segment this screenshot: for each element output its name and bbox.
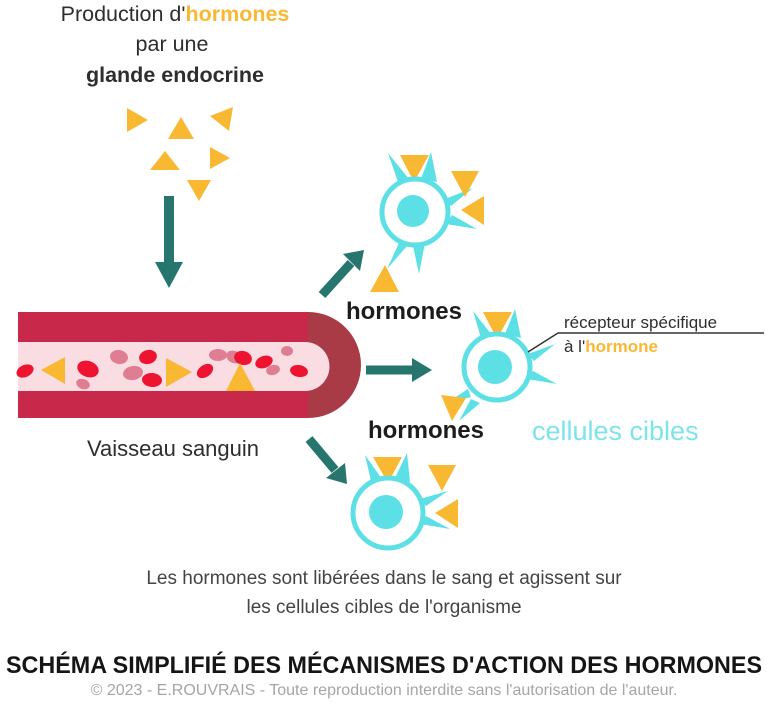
down-right-arrow-icon	[305, 436, 347, 484]
yellow-triangle-icon	[451, 171, 479, 197]
header-line1: Production d'hormones	[61, 2, 290, 26]
blood-vessel-shape	[16, 312, 361, 418]
down-arrow-icon	[155, 196, 183, 288]
receptor-annotation-line2-accent: hormone	[585, 337, 658, 356]
yellow-triangle-icon	[210, 147, 230, 169]
yellow-triangle-icon	[127, 108, 148, 132]
hormone-triangles-cluster	[127, 107, 233, 201]
header-line3: glande endocrine	[86, 63, 264, 87]
yellow-triangle-icon	[435, 499, 458, 528]
yellow-triangle-icon	[226, 363, 255, 391]
up-right-arrow-icon	[318, 250, 364, 299]
yellow-triangle-icon	[483, 312, 512, 339]
yellow-triangle-icon	[41, 357, 65, 384]
yellow-triangle-icon	[373, 457, 402, 483]
vessel-label: Vaisseau sanguin	[87, 436, 259, 461]
target-cell-top	[370, 152, 484, 292]
receptor-annotation-line1: récepteur spécifique	[564, 313, 717, 332]
yellow-triangle-icon	[210, 107, 233, 131]
yellow-triangle-icon	[441, 395, 466, 421]
caption-line1: Les hormones sont libérées dans le sang …	[146, 568, 622, 589]
receptor-annotation-line2-dark: à l'	[564, 337, 585, 356]
yellow-triangle-icon	[461, 196, 484, 225]
yellow-triangle-icon	[428, 465, 456, 491]
receptor-annotation-line2: à l'hormone	[564, 337, 658, 356]
right-arrow-icon	[366, 358, 432, 382]
yellow-triangle-icon	[370, 265, 399, 292]
copyright-notice: © 2023 - E.ROUVRAIS - Toute reproduction…	[91, 682, 678, 699]
caption-line2: les cellules cibles de l'organisme	[246, 597, 521, 618]
target-cell-middle	[441, 309, 557, 421]
target-cell-bottom	[350, 453, 458, 551]
red-blood-cells	[16, 346, 308, 390]
header-line1-dark: Production d'	[61, 2, 186, 26]
vessel-cap	[308, 312, 361, 418]
target-cells-label: cellules cibles	[532, 416, 699, 446]
header-line2: par une	[136, 32, 209, 56]
yellow-triangle-icon	[166, 358, 192, 387]
header-line1-accent: hormones	[185, 2, 289, 26]
hormones-label-upper: hormones	[346, 298, 462, 325]
yellow-triangle-icon	[187, 180, 211, 201]
cell-nucleus	[478, 350, 512, 384]
receptor-leader-line	[527, 332, 764, 353]
hormones-label-lower: hormones	[368, 417, 484, 444]
yellow-triangle-icon	[150, 151, 180, 170]
cell-nucleus	[397, 195, 429, 227]
hormones-in-vessel	[41, 357, 255, 391]
cell-nucleus	[369, 495, 403, 529]
yellow-triangle-icon	[168, 117, 194, 139]
page-title: SCHÉMA SIMPLIFIÉ DES MÉCANISMES D'ACTION…	[6, 651, 762, 679]
yellow-triangle-icon	[400, 155, 429, 182]
